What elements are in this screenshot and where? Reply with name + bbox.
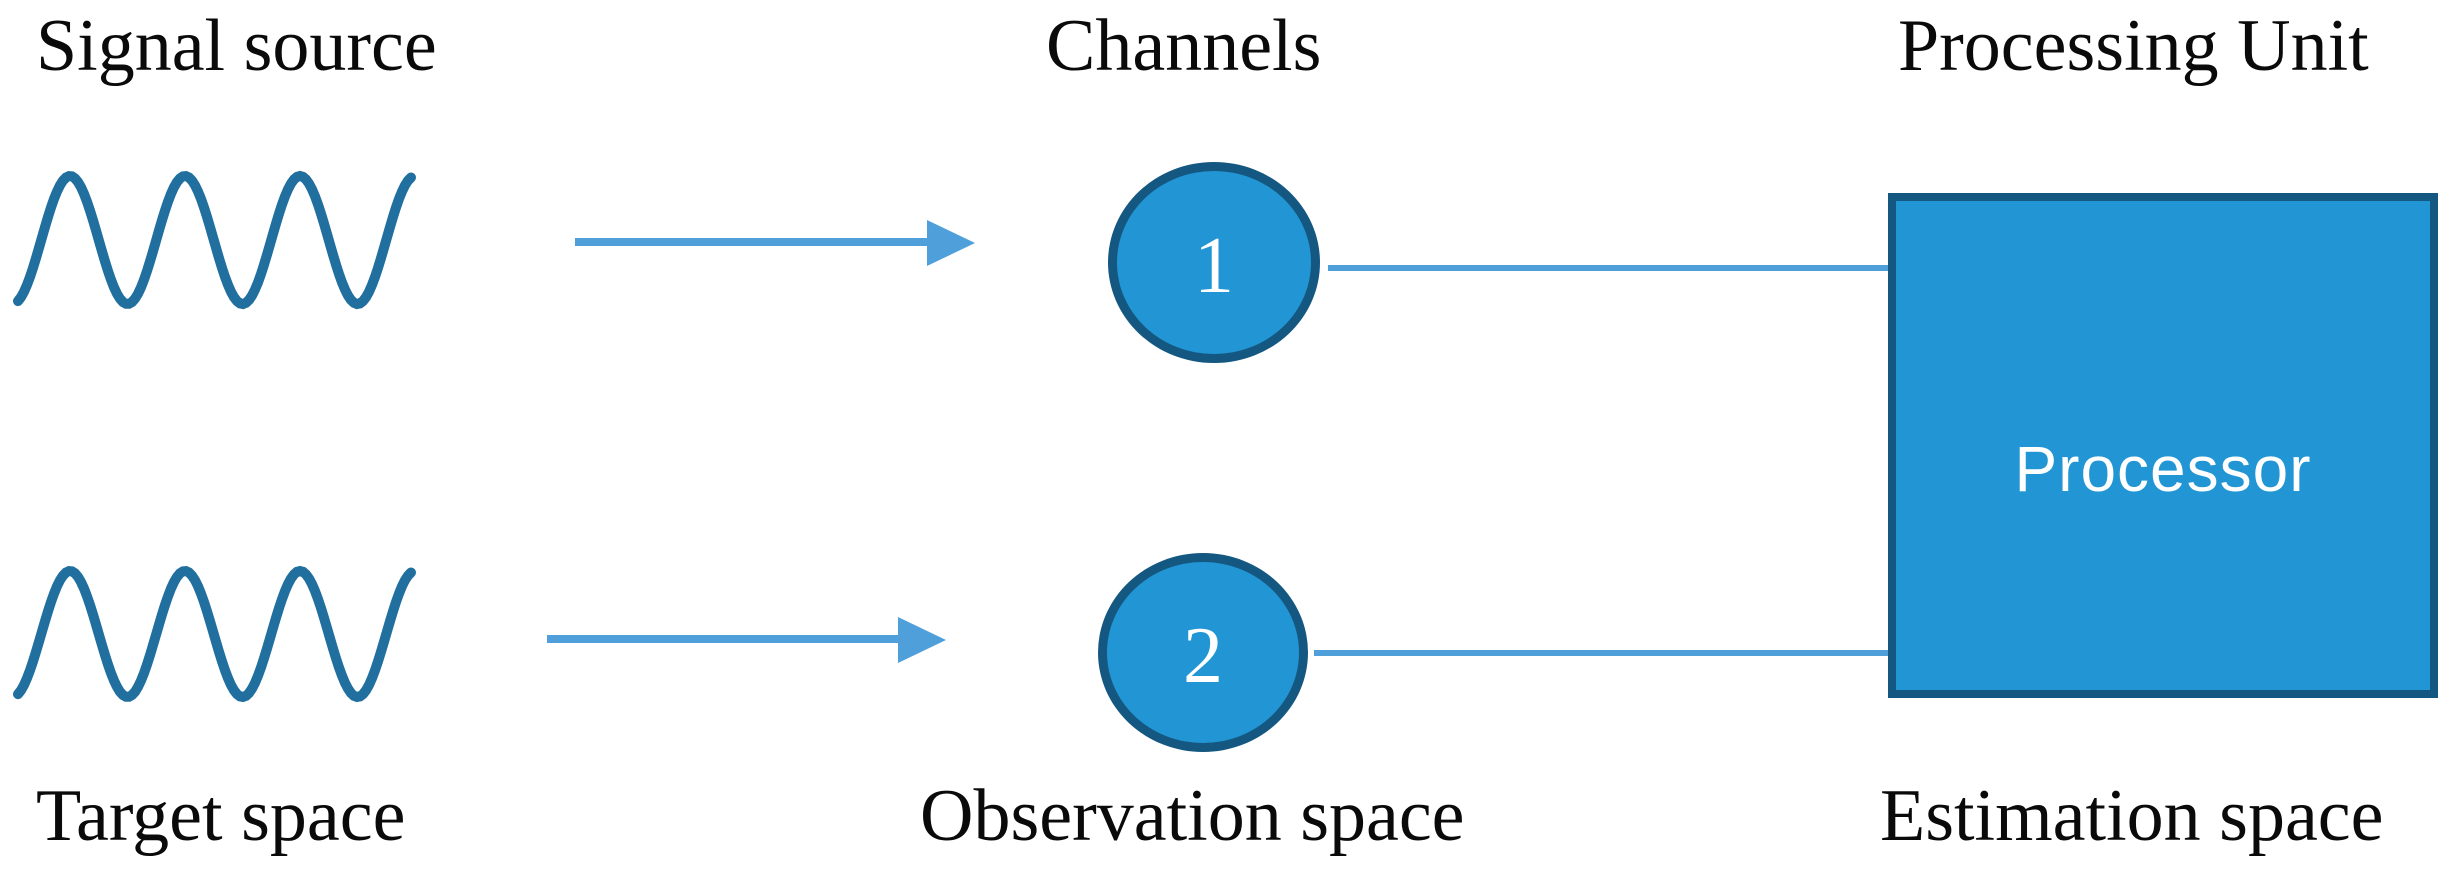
estimation-space-label: Estimation space [1880,775,2384,857]
processor-box: Processor [1888,193,2438,698]
channel-1-number: 1 [1194,221,1234,310]
arrow-to-channel-1-icon [575,220,975,266]
processor-label: Processor [2014,432,2312,505]
channel-2-number: 2 [1183,611,1223,700]
signal-wave-bottom-icon [13,565,416,703]
channel-2-node: 2 [1098,553,1308,752]
signal-wave-top-icon [13,170,416,310]
arrow-to-channel-2-icon [547,617,946,663]
observation-space-label: Observation space [920,775,1465,857]
signal-source-label: Signal source [36,5,437,87]
channels-label: Channels [1046,5,1322,87]
channel-1-node: 1 [1108,162,1320,363]
target-space-label: Target space [36,775,406,857]
processing-unit-label: Processing Unit [1898,5,2369,87]
